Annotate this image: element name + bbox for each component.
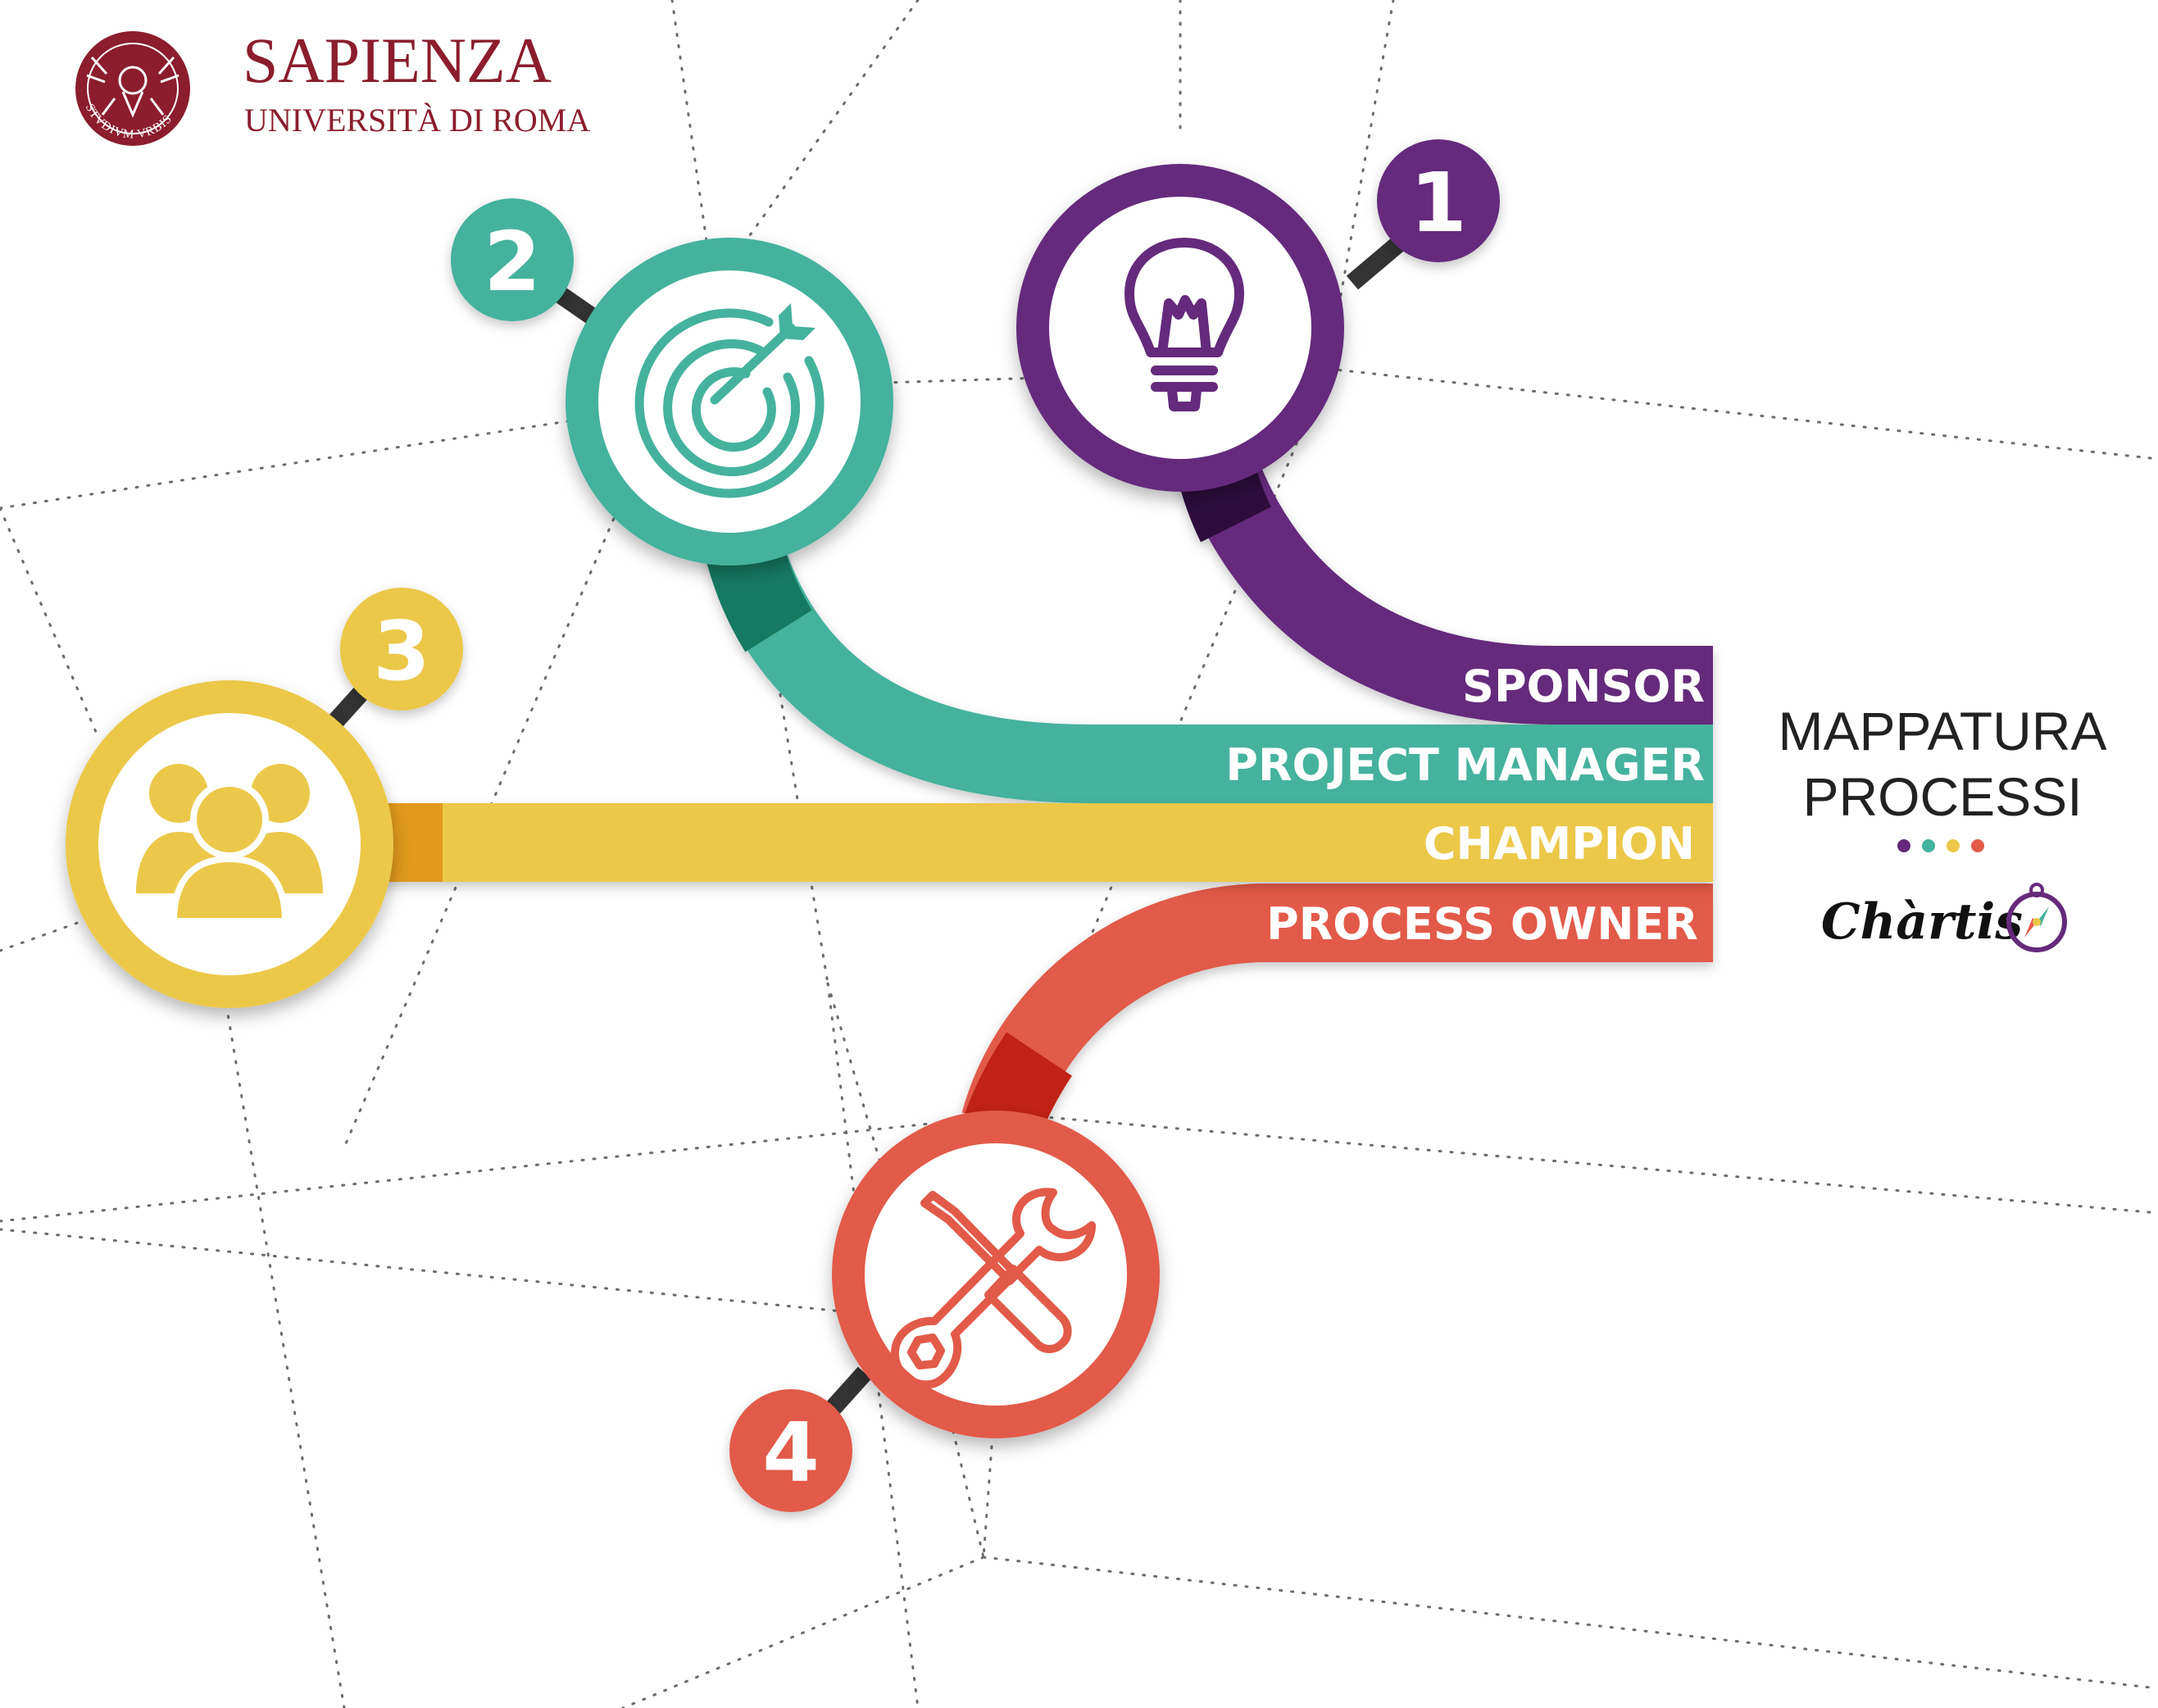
node-champion: 3 — [66, 588, 463, 1008]
badge-1-number: 1 — [1410, 155, 1467, 251]
band-process-owner: PROCESS OWNER — [961, 884, 1713, 1142]
band-sponsor: SPONSOR — [1173, 438, 1713, 725]
badge-4-number: 4 — [762, 1405, 820, 1501]
label-process-owner: PROCESS OWNER — [1266, 898, 1698, 950]
tools-icon — [890, 1188, 1096, 1389]
node-project-manager: 2 — [451, 198, 893, 566]
badge-3-number: 3 — [373, 603, 430, 699]
sapienza-seal-icon: STVDIVM VRBIS — [75, 31, 190, 146]
badge-2-number: 2 — [484, 214, 541, 310]
band-project-manager: PROJECT MANAGER — [703, 529, 1713, 803]
title-line-1: MAPPATURA — [1779, 701, 2107, 761]
title-line-2: PROCESSI — [1802, 766, 2082, 827]
title-dots — [1897, 839, 1984, 852]
label-champion: CHAMPION — [1424, 818, 1695, 870]
brand-subtitle: UNIVERSITÀ DI ROMA — [244, 102, 590, 139]
badge-4 — [729, 1389, 852, 1512]
brand-name: SAPIENZA — [243, 25, 552, 96]
product-name: Chàrtis — [1821, 893, 2023, 951]
badge-3 — [340, 588, 463, 711]
target-icon — [634, 303, 825, 498]
title-block: MAPPATURA PROCESSI Chàrtis — [1779, 701, 2107, 952]
node-process-owner: 4 — [729, 1111, 1160, 1512]
sapienza-logo: STVDIVM VRBIS SAPIENZA UNIVERSITÀ DI ROM… — [75, 25, 590, 146]
label-sponsor: SPONSOR — [1462, 661, 1705, 712]
lightbulb-icon — [1124, 238, 1244, 411]
label-project-manager: PROJECT MANAGER — [1225, 739, 1705, 791]
compass-icon — [2006, 883, 2067, 952]
group-icon — [136, 764, 323, 924]
node-sponsor: 1 — [1016, 139, 1500, 492]
badge-1 — [1377, 139, 1500, 262]
badge-2 — [451, 198, 574, 321]
band-champion: CHAMPION — [352, 803, 1713, 882]
